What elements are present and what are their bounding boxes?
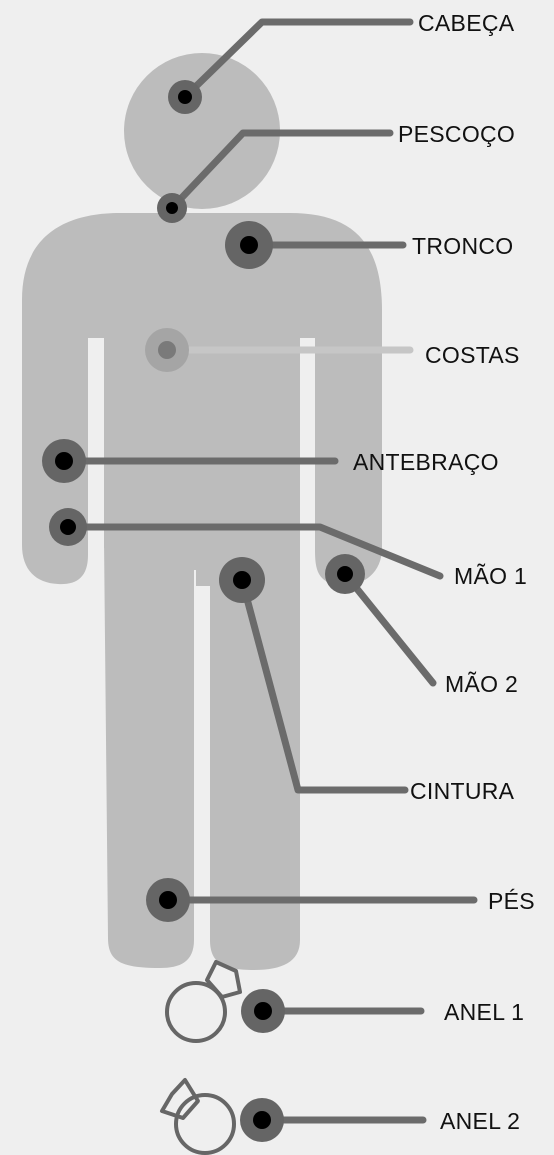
line-cabeca: [181, 18, 414, 101]
line-mao1: [64, 523, 444, 580]
marker-anel2[interactable]: [240, 1098, 284, 1142]
label-anel2[interactable]: ANEL 2: [440, 1108, 520, 1134]
marker-pescoco[interactable]: [157, 193, 187, 223]
label-cintura[interactable]: CINTURA: [410, 778, 515, 804]
line-mao2: [341, 570, 437, 687]
markers: [42, 80, 365, 1142]
marker-mao1[interactable]: [49, 508, 87, 546]
body-silhouette: [22, 53, 382, 970]
ring-icon-1: [165, 960, 242, 1043]
ring-icon-2: [160, 1078, 236, 1155]
marker-cabeca[interactable]: [168, 80, 202, 114]
label-pes[interactable]: PÉS: [488, 888, 535, 914]
marker-mao2[interactable]: [325, 554, 365, 594]
torso-arms-shape: [22, 213, 382, 586]
right-leg-shape: [196, 540, 300, 970]
label-tronco[interactable]: TRONCO: [412, 233, 513, 259]
marker-antebraco[interactable]: [42, 439, 86, 483]
line-pescoco: [168, 129, 394, 212]
leader-lines: [60, 18, 478, 1124]
label-anel1[interactable]: ANEL 1: [444, 999, 524, 1025]
marker-tronco[interactable]: [225, 221, 273, 269]
label-costas[interactable]: COSTAS: [425, 342, 520, 368]
left-leg-shape: [104, 540, 196, 968]
label-cabeca[interactable]: CABEÇA: [418, 10, 515, 36]
marker-costas[interactable]: [145, 328, 189, 372]
label-pescoco[interactable]: PESCOÇO: [398, 121, 515, 147]
line-cintura: [238, 576, 409, 794]
label-antebraco[interactable]: ANTEBRAÇO: [353, 449, 499, 475]
head-shape: [124, 53, 280, 209]
marker-anel1[interactable]: [241, 989, 285, 1033]
marker-pes[interactable]: [146, 878, 190, 922]
label-mao1[interactable]: MÃO 1: [454, 563, 527, 589]
label-mao2[interactable]: MÃO 2: [445, 671, 518, 697]
marker-cintura[interactable]: [219, 557, 265, 603]
labels: CABEÇA PESCOÇO TRONCO COSTAS ANTEBRAÇO M…: [353, 10, 535, 1134]
